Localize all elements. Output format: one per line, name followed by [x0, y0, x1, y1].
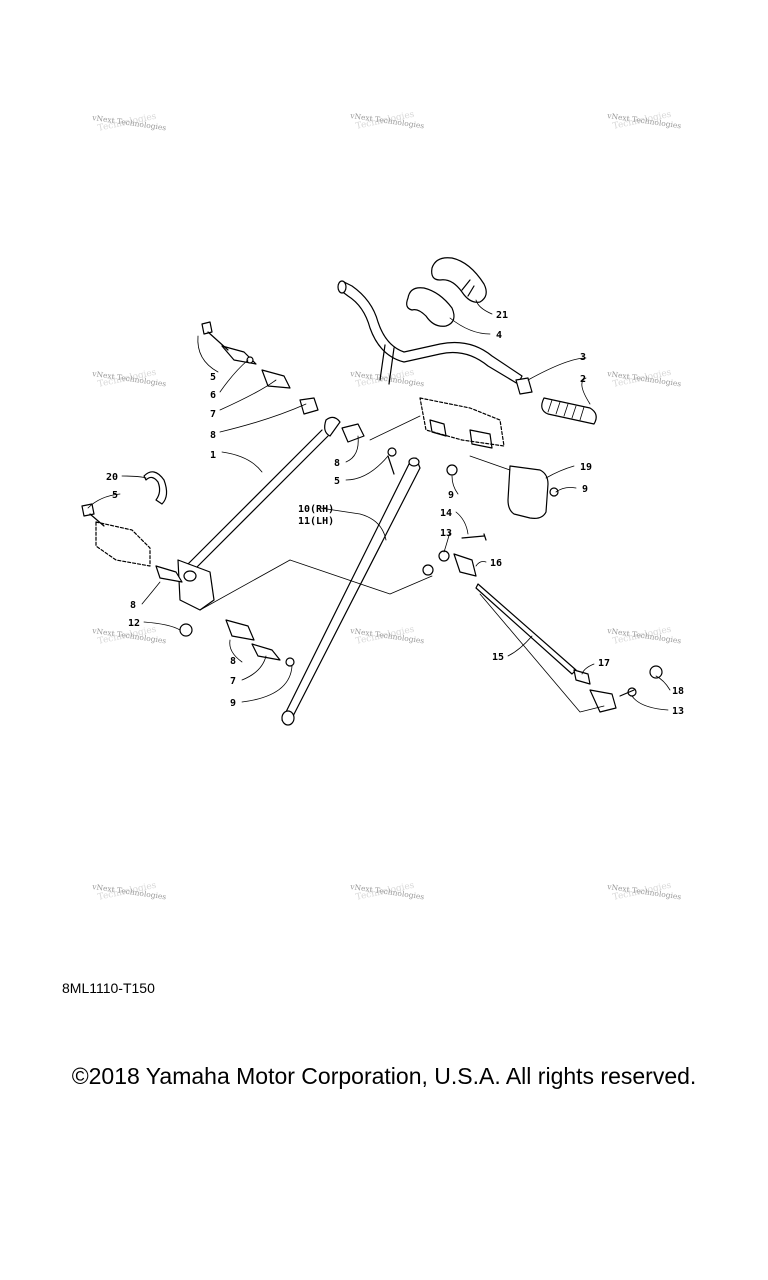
callout-9: 9: [582, 484, 588, 495]
watermark: Technologies vNext Technologies: [349, 625, 425, 647]
callout-9: 9: [448, 490, 454, 501]
watermark: Technologies vNext Technologies: [606, 368, 682, 390]
watermark: Technologies vNext Technologies: [349, 368, 425, 390]
callouts: 5 6 7 8 1 8 5 10(RH) 11(LH) 9 19 9 3 2 2…: [106, 310, 684, 717]
callout-18: 18: [672, 686, 684, 697]
callout-7: 7: [210, 409, 216, 420]
watermark: Technologies vNext Technologies: [91, 112, 167, 134]
callout-12: 12: [128, 618, 140, 629]
parts-drawing: [81, 257, 671, 726]
callout-5: 5: [210, 372, 216, 383]
callout-10: 10(RH): [298, 504, 334, 515]
callout-15: 15: [492, 652, 504, 663]
watermark: Technologies vNext Technologies: [606, 110, 682, 132]
callout-14: 14: [440, 508, 452, 519]
callout-11: 11(LH): [298, 516, 334, 527]
callout-19: 19: [580, 462, 592, 473]
callout-13: 13: [672, 706, 684, 717]
watermarks: Technologies vNext Technologies Technolo…: [91, 110, 682, 903]
callout-2: 2: [580, 374, 586, 385]
callout-8: 8: [334, 458, 340, 469]
steering-post: [177, 416, 341, 611]
watermark: Technologies vNext Technologies: [91, 368, 167, 390]
watermark: Technologies vNext Technologies: [606, 625, 682, 647]
callout-3: 3: [580, 352, 586, 363]
watermark: Technologies vNext Technologies: [91, 881, 167, 903]
callout-8: 8: [130, 600, 136, 611]
grip: [515, 377, 597, 425]
callout-9: 9: [230, 698, 236, 709]
copyright-notice: ©2018 Yamaha Motor Corporation, U.S.A. A…: [71, 1063, 697, 1089]
callout-16: 16: [490, 558, 502, 569]
diagram-code: 8ML1110-T150: [62, 980, 155, 996]
guide-lines: [199, 415, 605, 713]
handlebar-pads: [406, 257, 487, 327]
watermark: Technologies vNext Technologies: [91, 625, 167, 647]
leader-lines: [87, 299, 671, 711]
callout-17: 17: [598, 658, 610, 669]
callout-21: 21: [496, 310, 508, 321]
watermark: Technologies vNext Technologies: [349, 881, 425, 903]
callout-8: 8: [210, 430, 216, 441]
tie-rod: [422, 533, 663, 713]
callout-5: 5: [112, 490, 118, 501]
callout-13: 13: [440, 528, 452, 539]
watermark: Technologies vNext Technologies: [606, 881, 682, 903]
retaining-ring: [143, 471, 168, 505]
mounting-plate: [446, 464, 559, 519]
watermark: Technologies vNext Technologies: [349, 110, 425, 132]
callout-5: 5: [334, 476, 340, 487]
steering-arm: [281, 457, 421, 726]
callout-8: 8: [230, 656, 236, 667]
callout-20: 20: [106, 472, 118, 483]
callout-6: 6: [210, 390, 216, 401]
callout-7: 7: [230, 676, 236, 687]
callout-1: 1: [210, 450, 216, 461]
callout-4: 4: [496, 330, 502, 341]
handlebar: [337, 280, 523, 385]
